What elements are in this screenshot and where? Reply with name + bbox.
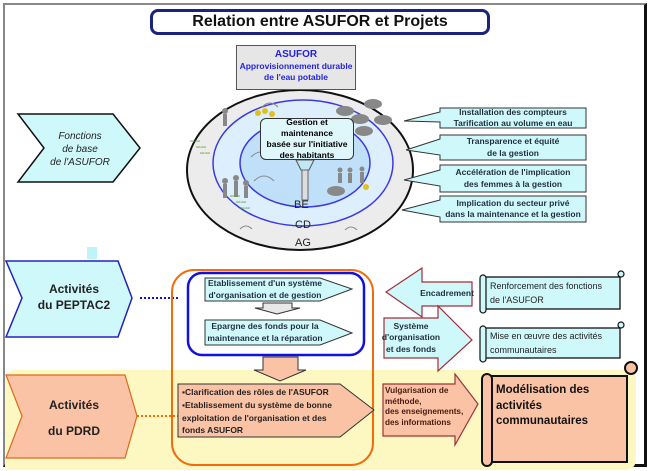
- step-2-line2: maintenance et la réparation: [207, 332, 323, 343]
- scroll-2-line1: Mise en œuvre des activités: [490, 331, 603, 341]
- peptac2-line1: Activités: [48, 282, 99, 297]
- asufor-heading: ASUFOR: [274, 49, 318, 60]
- pdrd-arrow: [177, 383, 375, 438]
- asufor-line2: de l'eau potable: [264, 72, 328, 83]
- fonctions-line3: de l'ASUFOR: [50, 156, 110, 168]
- step-1-line2: d'organisation et de gestion: [208, 289, 322, 300]
- callout-3-line2: des femmes à la gestion: [463, 178, 563, 189]
- scroll-3-line1: Modélisation des: [496, 384, 590, 396]
- systeme-arrow: [383, 304, 473, 373]
- center-line2: basée sur l'initiative: [266, 139, 348, 149]
- scroll-2-line2: communautaires: [490, 344, 557, 355]
- down-arrow-2: [253, 356, 307, 382]
- callout-2: [405, 134, 587, 161]
- peptac2-line2: du PEPTAC2: [37, 298, 111, 312]
- scroll-2: [479, 321, 625, 363]
- chevron-pdrd: [5, 374, 138, 459]
- scroll-3-line2: activités communautaires: [496, 399, 589, 428]
- scroll-1: [479, 270, 625, 314]
- fonctions-line1: Fonctions: [58, 130, 102, 142]
- pdrd-bullet-2: ▪Etablissement du système de bonne: [182, 399, 332, 410]
- pdrd-line2: du PDRD: [48, 424, 100, 438]
- callout-2-line1: Transparence et équité: [466, 136, 560, 147]
- scroll-3: [481, 361, 638, 467]
- chevron-fonctions: [16, 113, 141, 183]
- encadrement-text: Encadrement: [420, 288, 474, 299]
- svg-text:ɯɯɯ: ɯɯɯ: [190, 138, 201, 143]
- encadrement-arrow: [384, 266, 473, 319]
- step-2-arrow: [204, 319, 354, 346]
- vulgarisation-line1: Vulgarisation de: [385, 386, 449, 395]
- callout-1-line2: Tarification au volume en eau: [453, 118, 573, 128]
- ring-label-ag: AG: [295, 237, 311, 249]
- center-line3: des habitants: [279, 150, 335, 161]
- center-box: Gestion et maintenance basée sur l'initi…: [260, 116, 354, 161]
- pdrd-line1: Activités: [48, 397, 100, 412]
- scroll-3-text: Modélisation des activités communautaire…: [496, 383, 631, 430]
- callout-1: [403, 107, 587, 129]
- svg-text:ɯɯɯ: ɯɯɯ: [236, 199, 247, 204]
- down-arrow-1: [254, 302, 301, 315]
- scroll-1-line1: Renforcement des fonctions: [490, 281, 603, 291]
- water-tower-icon: [295, 159, 315, 201]
- svg-text:ɯɯɯ: ɯɯɯ: [240, 205, 251, 210]
- step-1-line1: Etablissement d'un système: [208, 278, 322, 289]
- callout-4: [401, 195, 587, 223]
- vulgarisation-line2: méthode,: [385, 396, 422, 406]
- svg-text:ɯɯɯ: ɯɯɯ: [200, 150, 211, 155]
- chevron-pdrd-text: Activités du PDRD: [24, 388, 124, 448]
- systeme-line2: d'organisation: [381, 332, 441, 343]
- diagram-title: Relation entre ASUFOR et Projets: [150, 9, 490, 35]
- pdrd-bullet-1: ▪Clarification des rôles de l'ASUFOR: [182, 387, 329, 397]
- small-cyan-tab: [87, 247, 97, 259]
- pdrd-bullet-2c: fonds ASUFOR: [182, 425, 244, 436]
- vulgarisation-line4: des informations: [385, 417, 451, 427]
- systeme-line3: et des fonds: [385, 343, 437, 354]
- scroll-1-text: Renforcement des fonctions de l'ASUFOR: [490, 280, 620, 307]
- callout-1-line1: Installation des compteurs: [459, 106, 567, 117]
- orange-container: [171, 269, 374, 466]
- svg-text:ɯɯɯ: ɯɯɯ: [196, 144, 207, 149]
- callout-3: [403, 164, 587, 193]
- center-line1: Gestion et maintenance: [281, 116, 333, 138]
- scroll-1-line2: de l'ASUFOR: [490, 294, 544, 305]
- systeme-line1: Système: [393, 320, 429, 331]
- asufor-box: ASUFOR Approvisionnement durable de l'ea…: [236, 45, 356, 90]
- ring-label-be: BE: [294, 199, 309, 211]
- scroll-2-text: Mise en œuvre des activités communautair…: [490, 330, 620, 357]
- pdrd-bullet-2b: exploitation de l'organisation et des: [182, 412, 327, 423]
- ring-label-cd: CD: [295, 219, 311, 231]
- chevron-peptac2: [4, 260, 133, 338]
- vulgarisation-line3: des enseignements,: [385, 407, 464, 417]
- pdrd-box-text: ▪Clarification des rôles de l'ASUFOR ▪Et…: [182, 386, 342, 437]
- vulgarisation-text: Vulgarisation de méthode, des enseigneme…: [385, 386, 465, 429]
- svg-text:ɯɯɯ: ɯɯɯ: [230, 193, 241, 198]
- step-1-arrow: [204, 277, 354, 302]
- coins-decoration: [255, 108, 369, 190]
- asufor-line1: Approvisionnement durable: [239, 61, 353, 71]
- callout-2-line2: de la gestion: [487, 147, 539, 158]
- callout-4-line2: dans la maintenance et la gestion: [445, 209, 581, 219]
- figures-decoration: [222, 99, 392, 198]
- step-2-line1: Epargne des fonds pour la: [211, 321, 319, 332]
- fonctions-line2: de base: [62, 143, 98, 155]
- callout-3-line1: Accélération de l'implication: [455, 167, 571, 178]
- vulgarisation-arrow: [382, 372, 479, 448]
- callout-4-line1: Implication du secteur privé: [456, 197, 570, 208]
